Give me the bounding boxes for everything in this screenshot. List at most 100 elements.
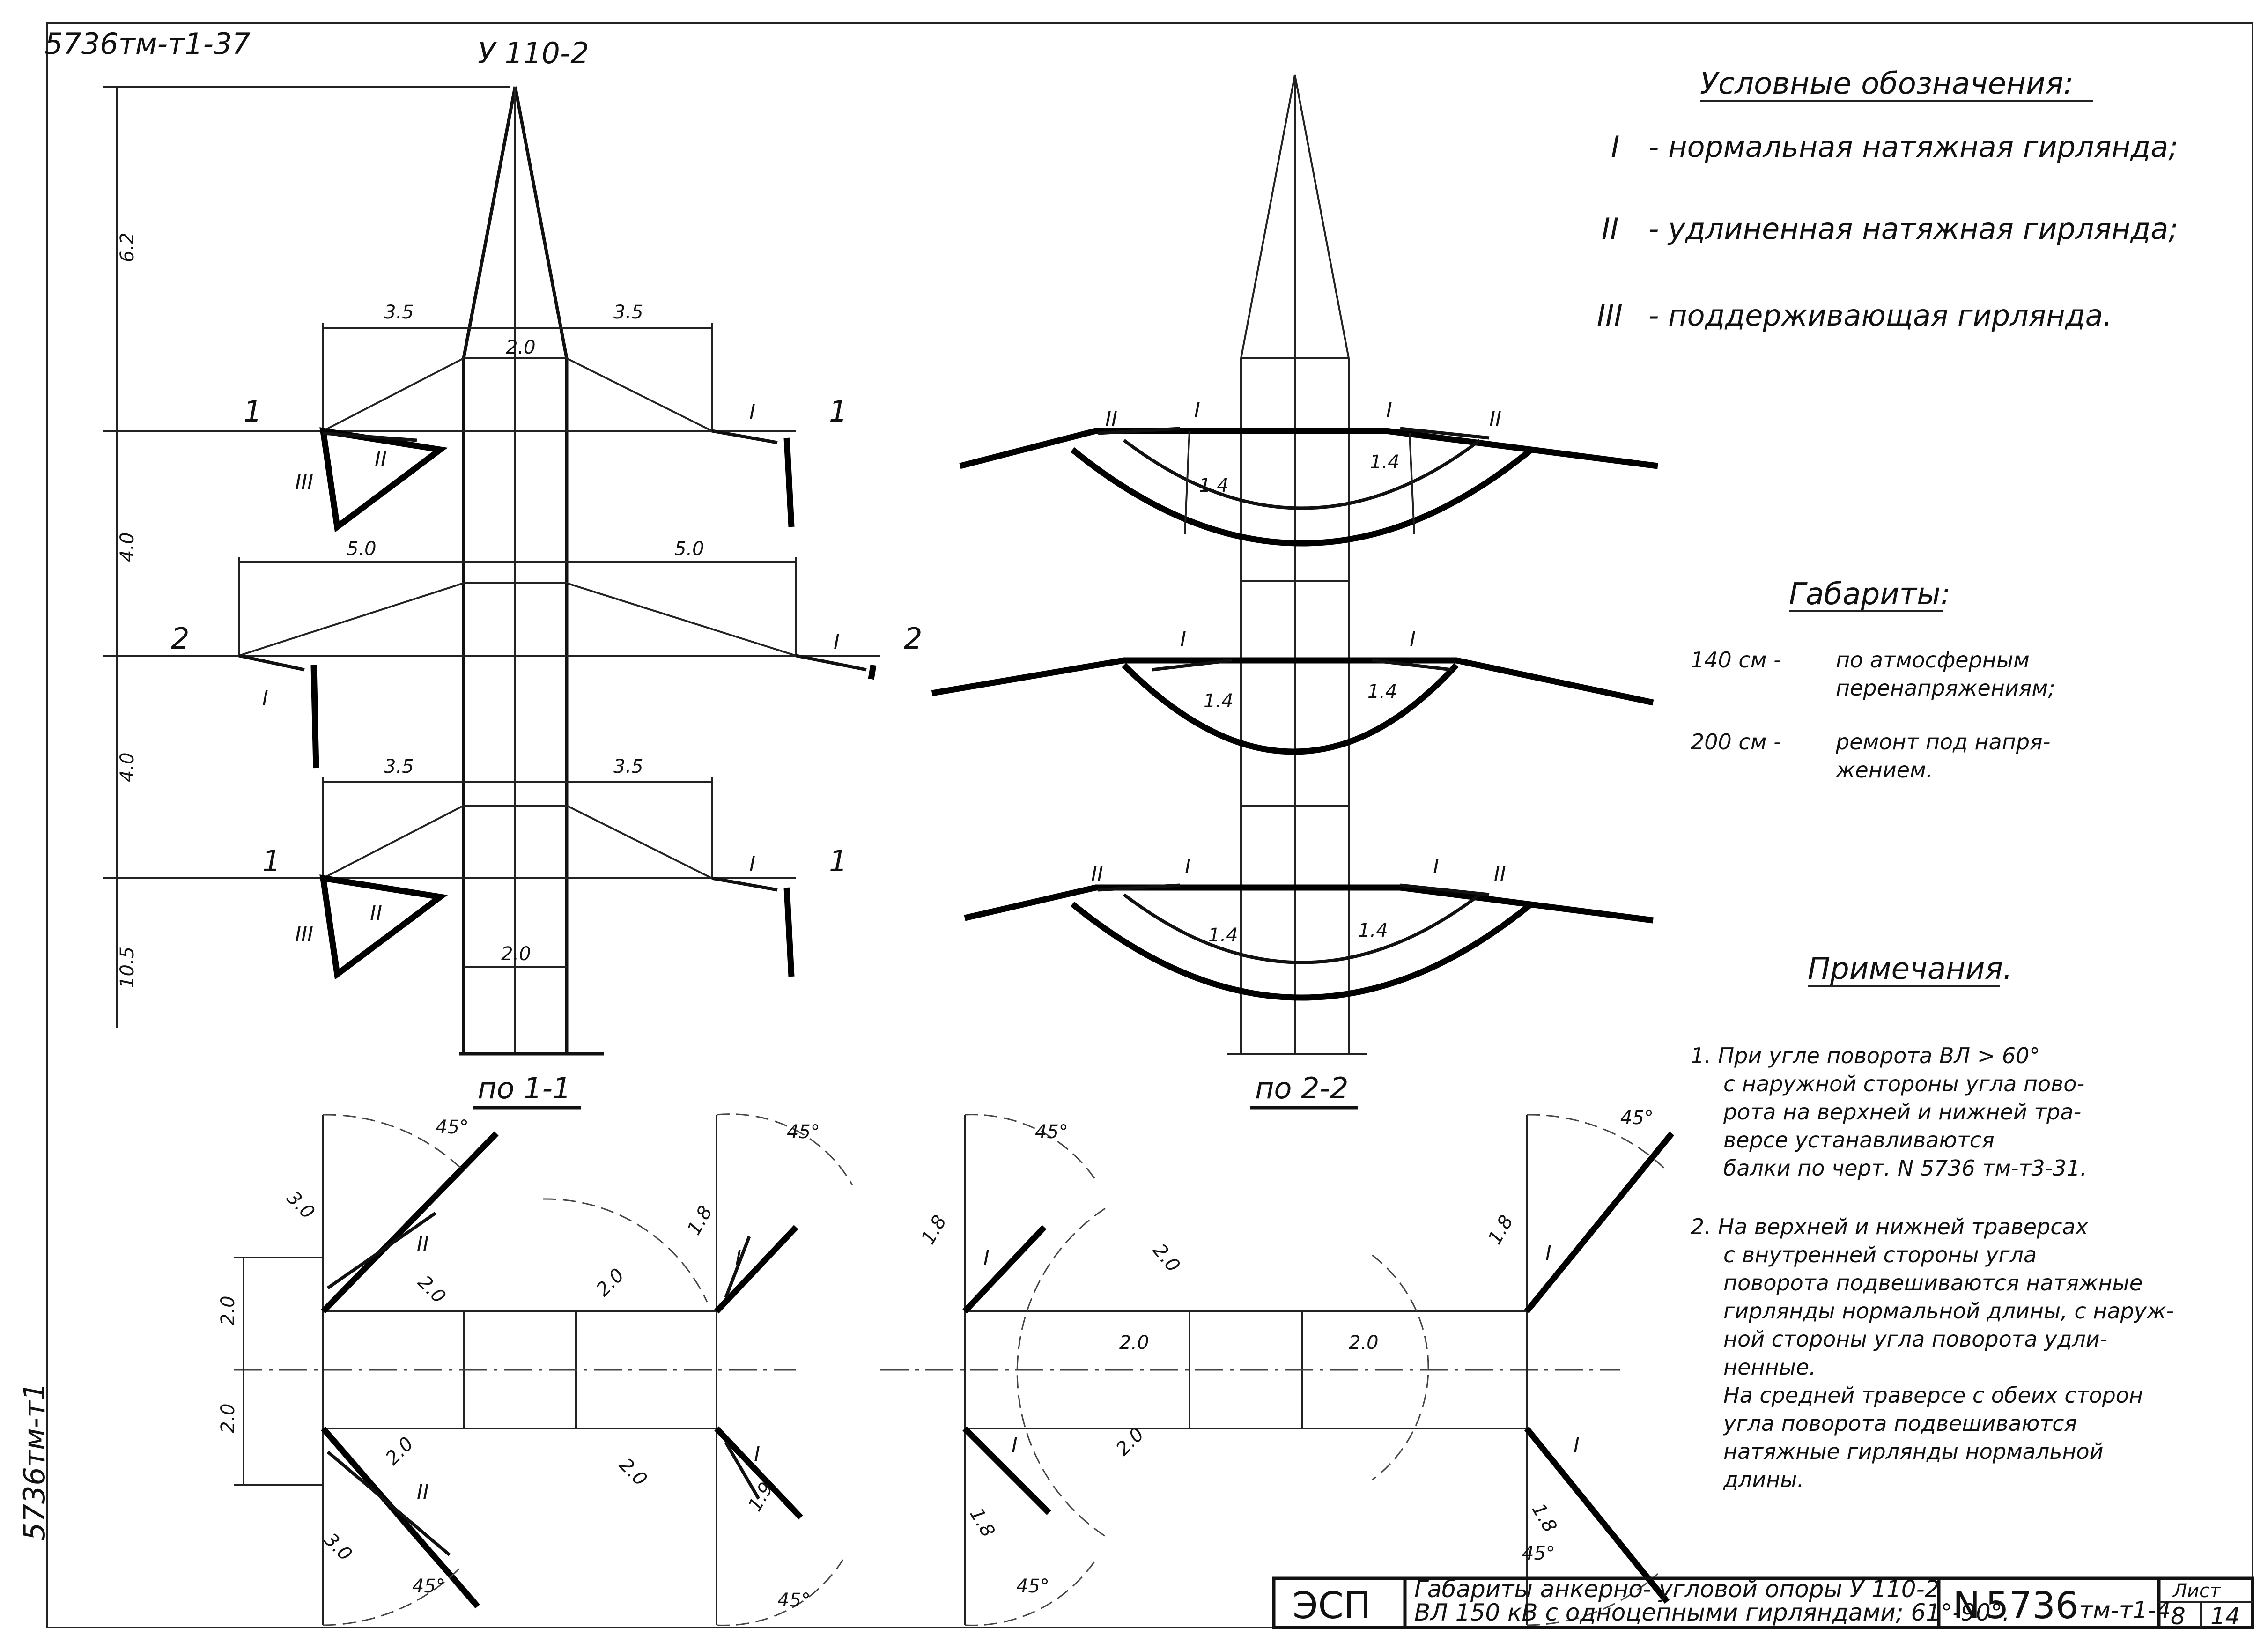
section-mark-1b-right: 1 [829, 844, 847, 878]
top-arm [323, 357, 712, 432]
note-line-14: длины. [1723, 1467, 1804, 1492]
clear-line-2b: жением. [1835, 757, 1933, 783]
legend-text-3: - поддерживающая гирлянда. [1648, 298, 2112, 333]
plan-1-arm-ul [321, 1131, 499, 1314]
plan-section-2-2: по 2-2 1.8 1.8 1.8 1.8 2.0 2.0 2.0 2.0 4… [880, 1071, 1675, 1626]
tb-doc-suffix: тм-т1-4 [2079, 1597, 2171, 1624]
side-bottom-swing-inner [1123, 893, 1481, 964]
legend: Условные обозначения: I - нормальная нат… [1597, 67, 2178, 333]
note-line-8: гирлянды нормальной длины, с наруж- [1723, 1298, 2174, 1324]
note-line-9: ной стороны угла поворота удли- [1723, 1326, 2107, 1352]
side-mark-I-b: I [1386, 398, 1392, 422]
plan-2-arm-lr [1524, 1426, 1670, 1604]
tb-doc-no: 5736 [1986, 1585, 2079, 1627]
note-line-6: с внутренней стороны угла [1723, 1242, 2037, 1267]
plan2-dim-2-0-b: 2.0 [1119, 1332, 1149, 1354]
tb-org: ЭСП [1293, 1585, 1371, 1627]
note-line-13: натяжные гирлянды нормальной [1723, 1439, 2104, 1464]
plan2-angle-d: 45° [1522, 1543, 1555, 1564]
tb-total: 14 [2210, 1603, 2240, 1630]
elevation-view: 6.2 4.0 4.0 10.5 3.5 3.5 2.0 1 1 III II … [103, 86, 922, 1056]
plan1-angle-c: 45° [412, 1576, 445, 1597]
note-line-12: угла поворота подвешиваются [1722, 1411, 2077, 1436]
plan2-dim-2-0-a: 2.0 [1148, 1240, 1184, 1276]
mid-arm-right-dim: 5.0 [674, 538, 704, 560]
side-clear-3: 1.4 [1204, 690, 1234, 712]
mark-II-bottom: II [370, 902, 382, 925]
plan2-mark-I-c: I [1012, 1433, 1018, 1457]
section-mark-1b-left: 1 [262, 844, 281, 878]
clearances: Габариты: 140 см - по атмосферным перена… [1691, 577, 2055, 783]
section-mark-1-left: 1 [244, 394, 262, 429]
note-line-10: ненные. [1723, 1354, 1816, 1380]
side-bottom-swing-outer [1070, 901, 1534, 1001]
tb-sheet-label: Лист [2172, 1580, 2221, 1602]
plan-2-arm-ul [962, 1225, 1047, 1314]
tb-title-1: Габариты анкерно- угловой опоры У 110-2 [1414, 1576, 1939, 1603]
mid-left-insulator [238, 654, 305, 672]
bottom-arm [323, 805, 712, 879]
bottom-arm-right-dim: 3.5 [613, 756, 643, 777]
plan2-mark-I-b: I [1545, 1241, 1551, 1265]
mark-I-bottom: I [749, 852, 755, 876]
dim-6-2: 6.2 [117, 232, 138, 262]
clearances-title: Габариты: [1789, 577, 1950, 612]
middle-arm [238, 582, 797, 657]
legend-text-1: - нормальная натяжная гирлянда; [1648, 130, 2178, 164]
side-top-swing-inner [1123, 439, 1481, 510]
side-clear-1: 1.4 [1199, 475, 1229, 496]
legend-mark-1: I [1611, 130, 1619, 164]
mark-I-mid-right: I [834, 630, 840, 654]
plan-2-arm-ll [962, 1426, 1051, 1515]
section-mark-1-right: 1 [829, 394, 847, 429]
note-line-0: 1. При угле поворота ВЛ > 60° [1691, 1043, 2040, 1068]
plan-1-arm-ur [714, 1225, 798, 1314]
plan2-dim-2-0-c: 2.0 [1349, 1332, 1379, 1354]
bottom-arm-left-dim: 3.5 [384, 756, 414, 777]
mark-I-top: I [749, 400, 755, 424]
section-title-2-2: по 2-2 [1255, 1071, 1348, 1105]
legend-mark-2: II [1602, 212, 1619, 246]
side-clear-2: 1.4 [1370, 451, 1400, 473]
sheet-frame [46, 22, 2253, 1628]
side-mark-II-d: II [1494, 862, 1506, 886]
side-clear-5: 1.4 [1208, 925, 1238, 946]
section-mark-2-right: 2 [904, 622, 922, 656]
plan2-angle-b: 45° [1620, 1107, 1654, 1129]
plan1-mark-II-a: II [417, 1232, 429, 1256]
plan-1-arm-lr [714, 1426, 803, 1520]
mark-III-top: III [295, 471, 313, 495]
side-mark-II-c: II [1091, 862, 1103, 886]
side-clear-4: 1.4 [1367, 681, 1397, 703]
side-mark-I-d: I [1410, 628, 1416, 651]
plan1-dim-2-0-e: 2.0 [382, 1433, 418, 1470]
side-clear-6: 1.4 [1358, 920, 1388, 941]
dim-4-0-b: 4.0 [117, 752, 138, 782]
legend-mark-3: III [1597, 298, 1623, 333]
plan2-angle-a: 45° [1035, 1121, 1068, 1143]
note-line-1: с наружной стороны угла пово- [1723, 1071, 2084, 1096]
plan1-dim-2-0-b: 2.0 [217, 1403, 239, 1433]
side-top-swing-outer [1070, 447, 1534, 547]
side-mark-II-a: II [1105, 407, 1117, 431]
clear-line-1a: по атмосферным [1836, 647, 2030, 673]
plan2-mark-I-a: I [983, 1246, 990, 1270]
side-top-conductor [959, 428, 1658, 469]
plan2-angle-c: 45° [1016, 1576, 1049, 1597]
plan-section-1-1: по 1-1 2.0 2.0 3.0 3.0 2.0 2.0 2.0 2.0 1… [217, 1071, 853, 1626]
legend-title: Условные обозначения: [1700, 67, 2074, 101]
mark-III-bottom: III [295, 923, 313, 947]
mid-arm-left-dim: 5.0 [347, 538, 377, 560]
plan1-mark-II-b: II [417, 1480, 429, 1504]
side-code: 5736тм-т1 [17, 1382, 52, 1541]
plan1-dim-3-0-a: 3.0 [282, 1187, 319, 1224]
side-mark-I-f: I [1433, 855, 1439, 879]
plan-2-arm-ur [1524, 1131, 1675, 1314]
doc-code: 5736тм-т1-37 [44, 27, 251, 61]
note-line-11: На средней траверсе с обеих сторон [1723, 1383, 2143, 1408]
side-mark-I-e: I [1185, 855, 1191, 879]
tb-doc-prefix: N [1953, 1585, 1980, 1627]
plan1-angle-b: 45° [787, 1121, 820, 1143]
note-line-7: поворота подвешиваются натяжные [1723, 1270, 2142, 1295]
